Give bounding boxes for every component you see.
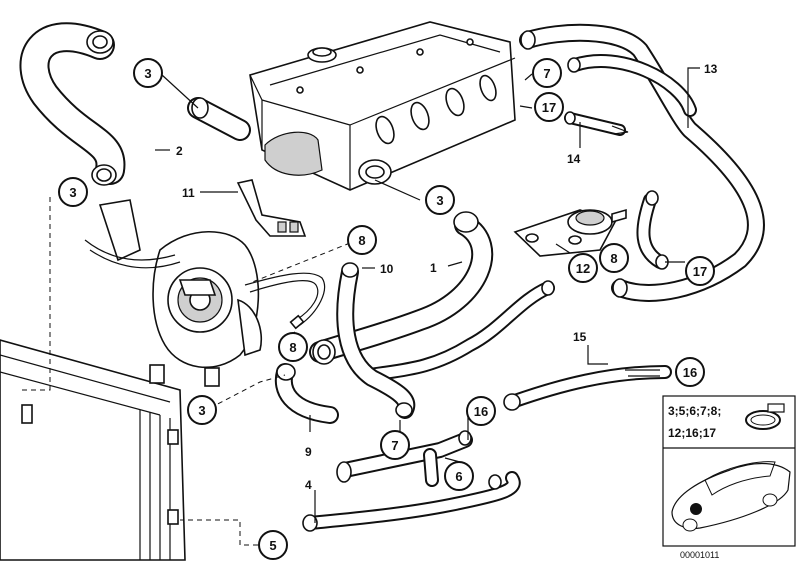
svg-text:16: 16: [683, 365, 697, 380]
callout-3-bottom[interactable]: 3: [187, 395, 217, 425]
bypass-line: [244, 272, 326, 330]
svg-text:8: 8: [610, 251, 617, 266]
label-4: 4: [305, 478, 312, 492]
label-1: 1: [430, 261, 437, 275]
hose-17-right: [636, 190, 669, 270]
callout-5[interactable]: 5: [258, 530, 288, 560]
hose-10: [336, 262, 416, 419]
svg-text:8: 8: [358, 233, 365, 248]
svg-text:7: 7: [391, 438, 398, 453]
callout-7-bottom[interactable]: 7: [380, 430, 410, 460]
car-icon: [671, 461, 791, 532]
hose-2: [19, 22, 126, 186]
callout-17-top[interactable]: 17: [534, 92, 564, 122]
svg-text:8: 8: [289, 340, 296, 355]
callout-3-left[interactable]: 3: [58, 177, 88, 207]
hose-clamp-icon: [745, 403, 785, 430]
outlet-neck: [358, 159, 392, 185]
svg-text:3: 3: [198, 403, 205, 418]
label-13: 13: [704, 62, 718, 76]
callout-16-center[interactable]: 16: [466, 396, 496, 426]
hose-9: [274, 363, 339, 424]
tee-pipe: [336, 430, 473, 487]
svg-text:17: 17: [542, 100, 556, 115]
callout-7-top[interactable]: 7: [532, 58, 562, 88]
radiator: [0, 339, 186, 561]
svg-text:17: 17: [693, 264, 707, 279]
hose-4: [302, 471, 521, 532]
label-9: 9: [305, 445, 312, 459]
callout-8-pump[interactable]: 8: [278, 332, 308, 362]
callout-6[interactable]: 6: [444, 461, 474, 491]
diagram-code: 00001011: [680, 550, 719, 560]
label-2: 2: [176, 144, 183, 158]
cylinder-head: [249, 21, 516, 191]
label-11: 11: [182, 186, 195, 200]
label-10: 10: [380, 262, 394, 276]
label-15: 15: [573, 330, 587, 344]
pipe-stub: [187, 97, 251, 141]
bracket-12: [513, 208, 627, 257]
svg-text:3: 3: [144, 66, 151, 81]
inset-line-1: 3;5;6;7;8;: [668, 404, 721, 418]
svg-text:16: 16: [474, 404, 488, 419]
svg-text:6: 6: [455, 469, 462, 484]
callout-8-center[interactable]: 8: [347, 225, 377, 255]
water-pump-assembly: [84, 199, 262, 387]
inset-line-2: 12;16;17: [668, 426, 716, 440]
pipe-14: [564, 111, 629, 136]
label-14: 14: [567, 152, 581, 166]
bracket-11: [236, 179, 307, 237]
svg-text:3: 3: [436, 193, 443, 208]
svg-text:3: 3: [69, 185, 76, 200]
callout-8-right[interactable]: 8: [599, 243, 629, 273]
hose-middle: [363, 280, 555, 382]
svg-text:7: 7: [543, 66, 550, 81]
callout-12[interactable]: 12: [568, 253, 598, 283]
callout-3-center[interactable]: 3: [425, 185, 455, 215]
callout-3-top-left[interactable]: 3: [133, 58, 163, 88]
svg-text:12: 12: [576, 261, 590, 276]
callout-16-right[interactable]: 16: [675, 357, 705, 387]
callout-17-right[interactable]: 17: [685, 256, 715, 286]
inset-box: 3;5;6;7;8; 12;16;17: [662, 395, 796, 547]
svg-text:5: 5: [269, 538, 276, 553]
hose-15: [503, 365, 672, 411]
